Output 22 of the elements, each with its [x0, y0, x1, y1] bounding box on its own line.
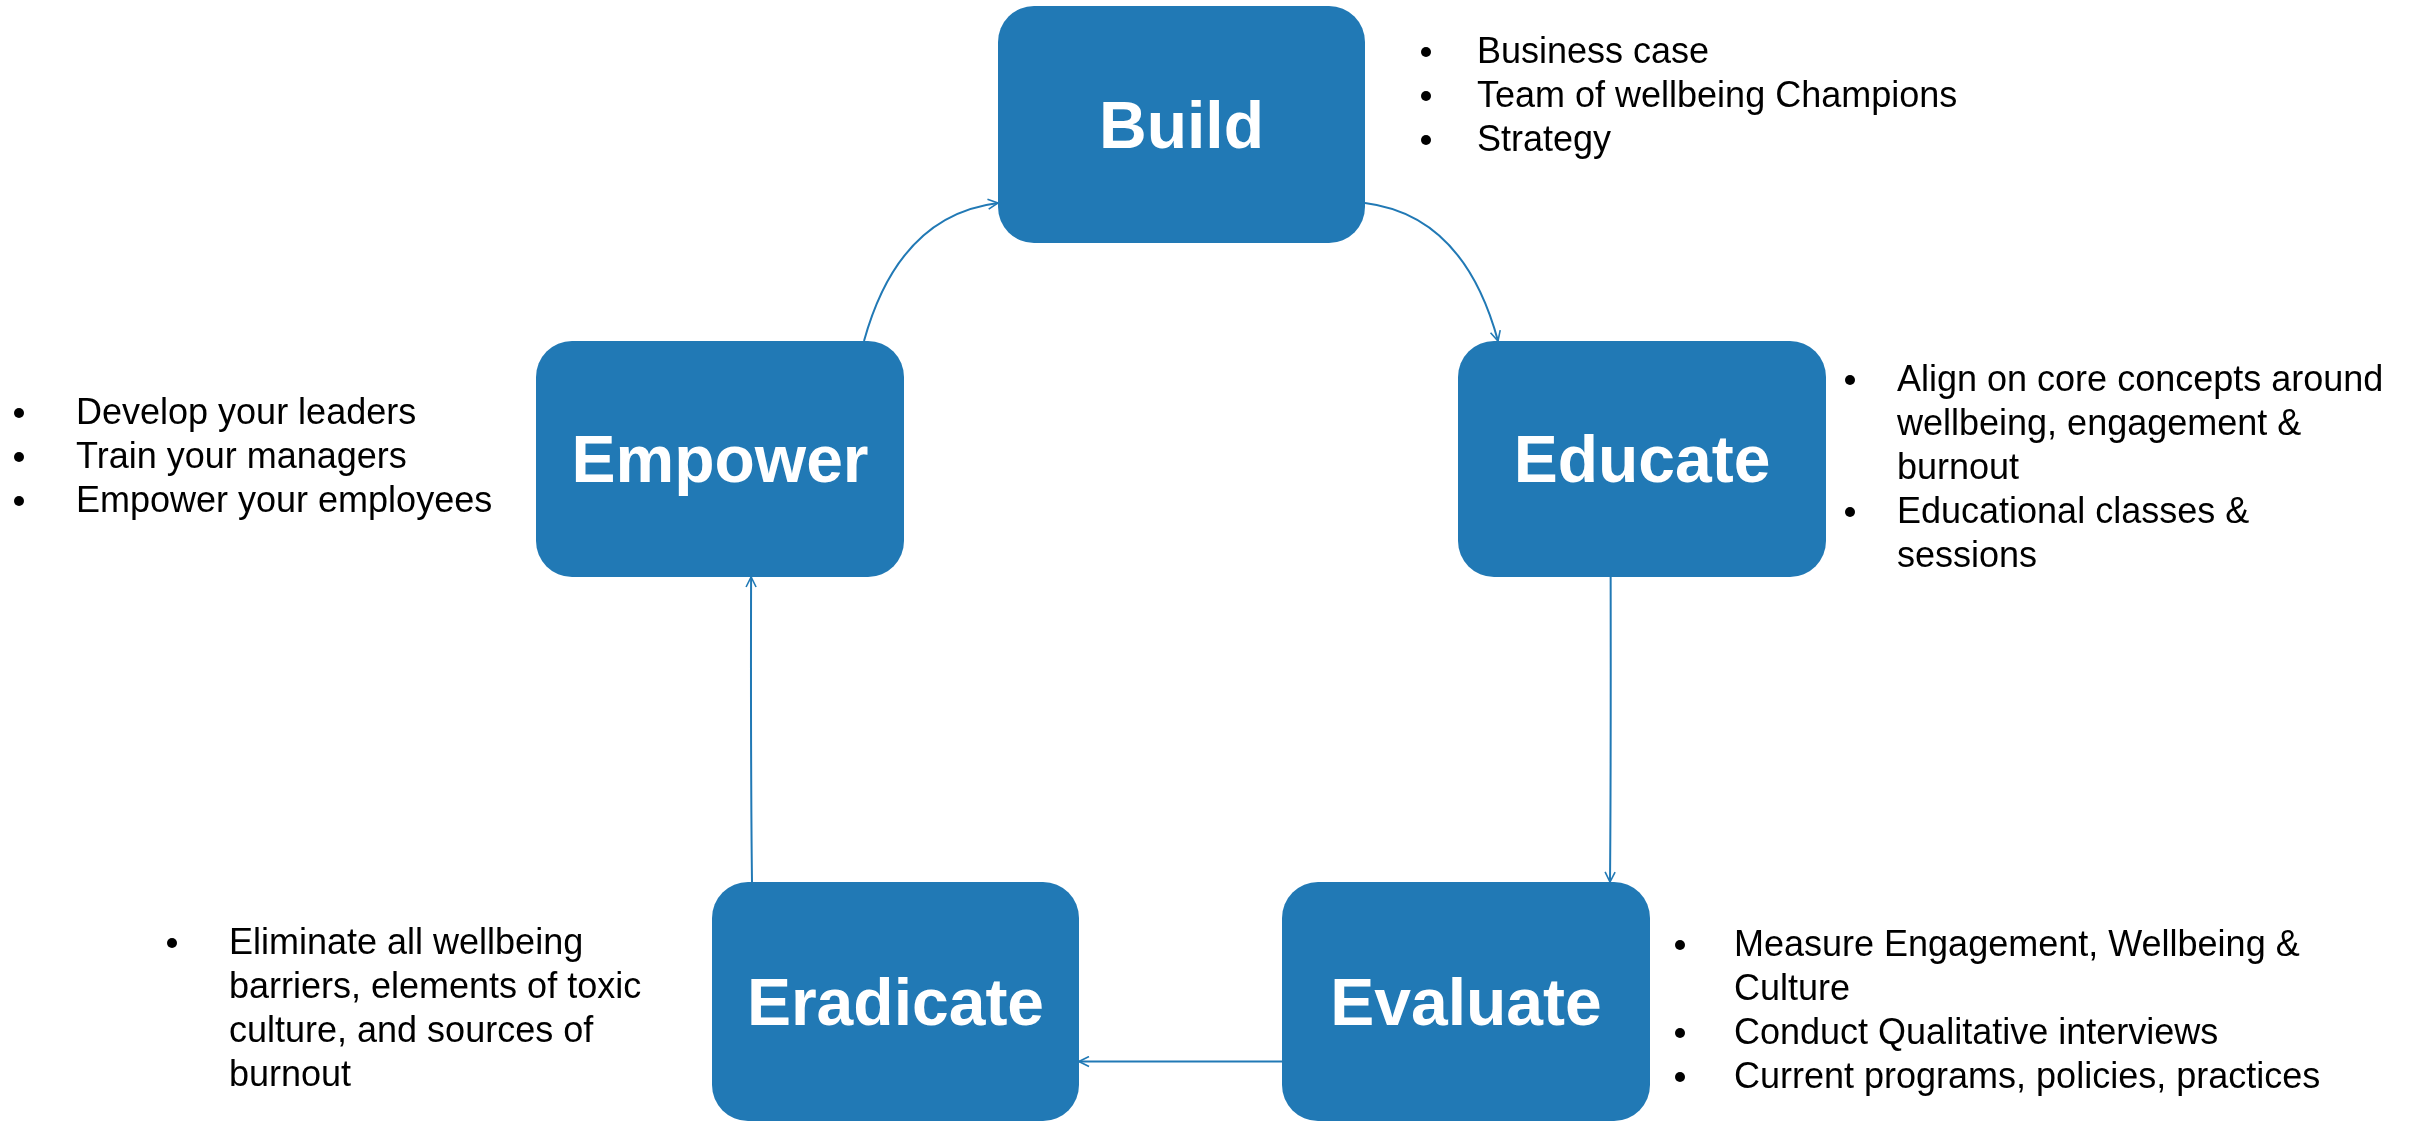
arrow	[1604, 576, 1616, 883]
arrow	[863, 199, 999, 342]
bullet-text: Train your managers	[76, 435, 407, 476]
arrow	[1364, 202, 1501, 342]
arrow	[745, 576, 757, 883]
bullet-text: Business case	[1477, 30, 1710, 71]
bullet-text: Team of wellbeing Champions	[1477, 74, 1958, 115]
step-box: Eradicate	[712, 882, 1079, 1121]
bullet-text: Measure Engagement, Wellbeing & Culture	[1734, 923, 2300, 1008]
step-box: Build	[998, 6, 1365, 243]
bullet-text: Align on core concepts around wellbeing, engagement & burnout	[1897, 358, 2384, 487]
bullet-text: Eliminate all wellbeing barriers, elements of toxic culture, and sources of burnout	[229, 921, 642, 1094]
arrow	[1078, 1055, 1283, 1068]
bullet-text: Empower your employees	[76, 479, 493, 520]
bullet-text: Conduct Qualitative interviews	[1734, 1011, 2219, 1052]
bullet-text: Develop your leaders	[76, 391, 417, 432]
bullet-text: Strategy	[1477, 118, 1612, 159]
bullet-text: Current programs, policies, practices	[1734, 1055, 2321, 1096]
step-box: Empower	[536, 341, 904, 577]
step-box: Educate	[1458, 341, 1826, 577]
bullet-text: Educational classes & sessions	[1897, 490, 2250, 575]
step-box: Evaluate	[1282, 882, 1650, 1121]
